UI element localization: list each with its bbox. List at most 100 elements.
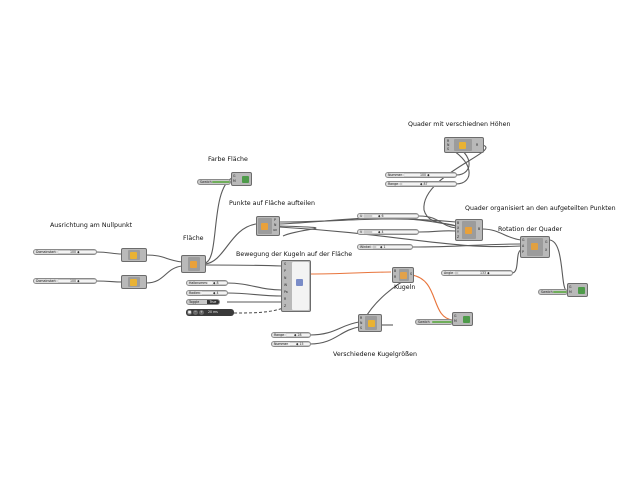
slider-track[interactable]: [58, 280, 96, 282]
domain-component-a[interactable]: [121, 248, 147, 262]
divide-surface-component[interactable]: P N uv: [256, 216, 280, 236]
wire: [309, 326, 360, 345]
wire: [511, 249, 522, 274]
domain-slider-b[interactable]: Domainstart 100 ◆: [33, 278, 97, 284]
slider-track[interactable]: [58, 251, 96, 253]
surface-icon: [190, 261, 197, 268]
random-component[interactable]: R N S R: [444, 137, 484, 153]
preview-icon: [578, 287, 585, 294]
wire: [95, 280, 123, 283]
wire: [204, 223, 257, 265]
surface-component[interactable]: [181, 255, 206, 273]
custom-preview-quader[interactable]: G M: [567, 283, 588, 297]
toggle[interactable]: Toggle True: [186, 299, 220, 305]
port-label: X: [457, 225, 460, 230]
port-label: Pa: [284, 290, 288, 294]
halbnummer-slider[interactable]: Halbnummer ◆ 8: [186, 280, 228, 286]
swatch-farbe-flaeche[interactable]: Swatch: [197, 179, 231, 185]
title-bewegung: Bewegung der Kugeln auf der Fläche: [236, 251, 353, 258]
timer-minus-icon[interactable]: −: [193, 310, 198, 315]
divide-icon: [261, 223, 268, 230]
rotate-component[interactable]: G A P G X: [520, 236, 550, 258]
u-count-slider[interactable]: U ◆ 6: [357, 213, 419, 219]
wire-selected: [309, 271, 392, 275]
swatch-color[interactable]: [432, 321, 452, 323]
wire: [309, 321, 360, 336]
wire: [481, 228, 522, 241]
random-icon: [459, 142, 466, 149]
sphere-component[interactable]: B R S: [392, 267, 414, 283]
port-label: N: [447, 143, 450, 147]
slider-label: Halbnummer: [187, 281, 212, 285]
bewegung-component[interactable]: S P N W Pa R Z: [281, 260, 311, 312]
swatch-kugeln[interactable]: Swatch: [415, 319, 453, 325]
wire: [95, 251, 123, 255]
slider-track[interactable]: [376, 246, 412, 248]
slider-label: Angle: [442, 271, 456, 275]
swatch-quader[interactable]: Swatch: [538, 289, 568, 295]
slider-label: Range: [272, 333, 287, 337]
timer-plus-icon[interactable]: +: [199, 310, 204, 315]
box-icon: [465, 227, 472, 234]
slider-value: 133 ◆: [480, 271, 490, 275]
port-label: A: [522, 244, 525, 248]
title-kugeln: Kugeln: [394, 284, 416, 291]
slider-track[interactable]: [404, 174, 456, 176]
custom-preview-kugeln[interactable]: G M: [452, 312, 473, 326]
wire: [204, 264, 283, 267]
wire: [145, 265, 183, 284]
domain-slider-a[interactable]: Domainstart 100 ◆: [33, 249, 97, 255]
timer-stop-icon[interactable]: ■: [187, 310, 192, 315]
slider-value: 100 ◆: [70, 250, 80, 254]
slider-label: Domainstart: [34, 250, 58, 254]
swatch-label: Swatch: [418, 320, 430, 324]
port-label: P: [284, 269, 286, 273]
domain-icon: [130, 252, 137, 259]
port-label: S: [447, 147, 450, 151]
bewegung-icon: [296, 279, 303, 286]
title-punkte: Punkte auf Fläche aufteilen: [229, 200, 315, 207]
port-label: G: [545, 240, 548, 244]
range-hoehen-slider[interactable]: Range ◆ 87: [385, 181, 457, 187]
title-ausrichtung: Ausrichtung am Nullpunkt: [50, 222, 133, 229]
slider-track[interactable]: [288, 343, 310, 345]
slider-label: U: [358, 214, 365, 218]
angle-slider[interactable]: Angle 133 ◆: [441, 270, 513, 276]
kugel-range-slider[interactable]: Range ◆ 28: [271, 332, 311, 338]
port-label: X: [545, 248, 548, 252]
timer-value: 20 ms: [208, 310, 218, 314]
toggle-value[interactable]: True: [207, 300, 219, 304]
winkel-slider[interactable]: Winkel ◆ 1: [357, 244, 413, 250]
kugel-anzahl-slider[interactable]: Nummer ◆ 15: [271, 341, 311, 347]
port-label: M: [233, 179, 236, 183]
slider-track[interactable]: [372, 215, 418, 217]
slider-track[interactable]: [286, 334, 310, 336]
box-component[interactable]: B X Y Z B: [455, 219, 483, 241]
anzahl-hoehen-slider[interactable]: Nummer 100 ◆: [385, 172, 457, 178]
slider-track[interactable]: [372, 231, 418, 233]
slider-track[interactable]: [458, 272, 512, 274]
domain-component-b[interactable]: [121, 275, 147, 289]
radien-slider[interactable]: Radien ◆ 4: [186, 290, 228, 296]
slider-track[interactable]: [402, 183, 456, 185]
port-label: N: [284, 276, 287, 280]
port-label: W: [284, 283, 288, 287]
slider-track[interactable]: [201, 292, 227, 294]
wire: [278, 225, 317, 237]
slider-label: Radien: [187, 291, 202, 295]
port-label: B: [394, 269, 397, 273]
wire: [548, 239, 568, 292]
port-label: Z: [284, 304, 287, 308]
swatch-color[interactable]: [212, 181, 230, 183]
title-flaeche: Fläche: [183, 235, 204, 242]
slider-label: Winkel: [358, 245, 373, 249]
slider-track[interactable]: [207, 282, 227, 284]
random-kugelgroessen-component[interactable]: R N S: [358, 314, 382, 332]
custom-preview-flaeche[interactable]: G M: [231, 172, 252, 186]
slider-value: ◆ 8: [213, 281, 219, 285]
preview-icon: [463, 316, 470, 323]
timer[interactable]: ■ − + 20 ms: [186, 309, 234, 316]
swatch-color[interactable]: [553, 291, 567, 293]
v-count-slider[interactable]: V ◆ 4: [357, 229, 419, 235]
